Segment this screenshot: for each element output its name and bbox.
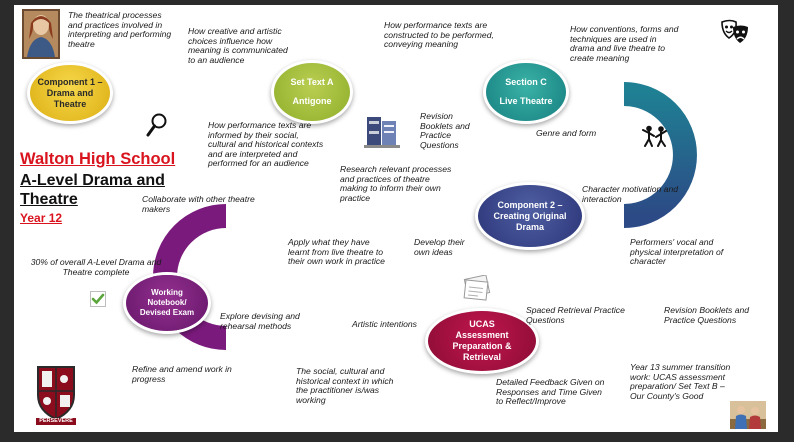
milestone-section-c-label: Section C xyxy=(505,77,547,87)
milestone-working-notebook[interactable]: Working Notebook/ Devised Exam xyxy=(126,275,208,331)
note-revision-booklets-top: Revision Booklets and Practice Questions xyxy=(420,111,470,150)
note-creative-choices: How creative and artistic choices influe… xyxy=(188,26,288,65)
magnifying-glass-icon xyxy=(146,113,167,137)
checkmark-icon xyxy=(90,291,106,307)
roadmap-slide: Component 1 – Drama and Theatre Set Text… xyxy=(14,5,778,432)
course-title: A-Level Drama and Theatre xyxy=(20,172,165,208)
note-character-motivation: Character motivation and interaction xyxy=(582,184,679,204)
milestone-set-text-a[interactable]: Set Text A Antigone xyxy=(274,63,350,121)
note-apply-live-theatre: Apply what they have learnt from live th… xyxy=(288,237,385,267)
note-revision-booklets-bottom: Revision Booklets and Practice Questions xyxy=(664,305,750,325)
note-theatrical-processes: The theatrical processes and practices i… xyxy=(68,10,172,49)
milestone-antigone-label: Antigone xyxy=(292,96,332,106)
milestone-set-text-a-label: Set Text A xyxy=(290,77,334,87)
note-artistic-intentions: Artistic intentions xyxy=(352,319,417,329)
crest-motto: PERSEVERE xyxy=(36,418,76,425)
note-explore-devising: Explore devising and rehearsal methods xyxy=(220,311,300,331)
actors-photo-icon xyxy=(730,401,766,429)
note-performance-texts-informed: How performance texts are informed by th… xyxy=(208,120,324,169)
note-collaborate: Collaborate with other theatre makers xyxy=(142,194,255,214)
milestone-ucas[interactable]: UCAS Assessment Preparation & Retrieval xyxy=(428,311,536,371)
theatre-masks-icon xyxy=(721,19,748,43)
milestone-component2-label: Component 2 – Creating Original Drama xyxy=(493,199,567,232)
papers-icon xyxy=(463,275,491,301)
school-crest-icon xyxy=(37,366,75,421)
note-develop-ideas: Develop their own ideas xyxy=(414,237,465,257)
milestone-working-notebook-label: Working Notebook/ Devised Exam xyxy=(139,288,195,317)
portrait-icon xyxy=(22,9,60,59)
milestone-component2[interactable]: Component 2 – Creating Original Drama xyxy=(478,185,582,247)
milestone-component1-label: Component 1 – Drama and Theatre xyxy=(37,76,103,109)
milestone-component1[interactable]: Component 1 – Drama and Theatre xyxy=(30,65,110,121)
note-spaced-retrieval: Spaced Retrieval Practice Questions xyxy=(526,305,625,325)
milestone-live-theatre-label: Live Theatre xyxy=(499,96,553,106)
milestone-section-c[interactable]: Section C Live Theatre xyxy=(486,63,566,121)
note-social-cultural: The social, cultural and historical cont… xyxy=(296,366,394,405)
school-name: Walton High School xyxy=(20,150,176,168)
books-icon xyxy=(364,117,400,148)
note-vocal-physical: Performers' vocal and physical interpret… xyxy=(630,237,724,267)
note-percent-overall: 30% of overall A-Level Drama and Theatre… xyxy=(30,257,162,277)
note-genre-form: Genre and form xyxy=(536,128,597,138)
note-refine-amend: Refine and amend work in progress xyxy=(132,364,232,384)
note-performance-texts-constructed: How performance texts are constructed to… xyxy=(384,20,494,50)
note-conventions-forms: How conventions, forms and techniques ar… xyxy=(570,24,679,63)
note-detailed-feedback: Detailed Feedback Given on Responses and… xyxy=(496,377,605,407)
note-year13-summer: Year 13 summer transition work: UCAS ass… xyxy=(630,362,731,401)
note-research-processes: Research relevant processes and practice… xyxy=(340,164,452,203)
year-label: Year 12 xyxy=(20,211,63,225)
milestone-ucas-label: UCAS Assessment Preparation & Retrieval xyxy=(452,319,512,362)
performers-icon xyxy=(642,125,667,147)
